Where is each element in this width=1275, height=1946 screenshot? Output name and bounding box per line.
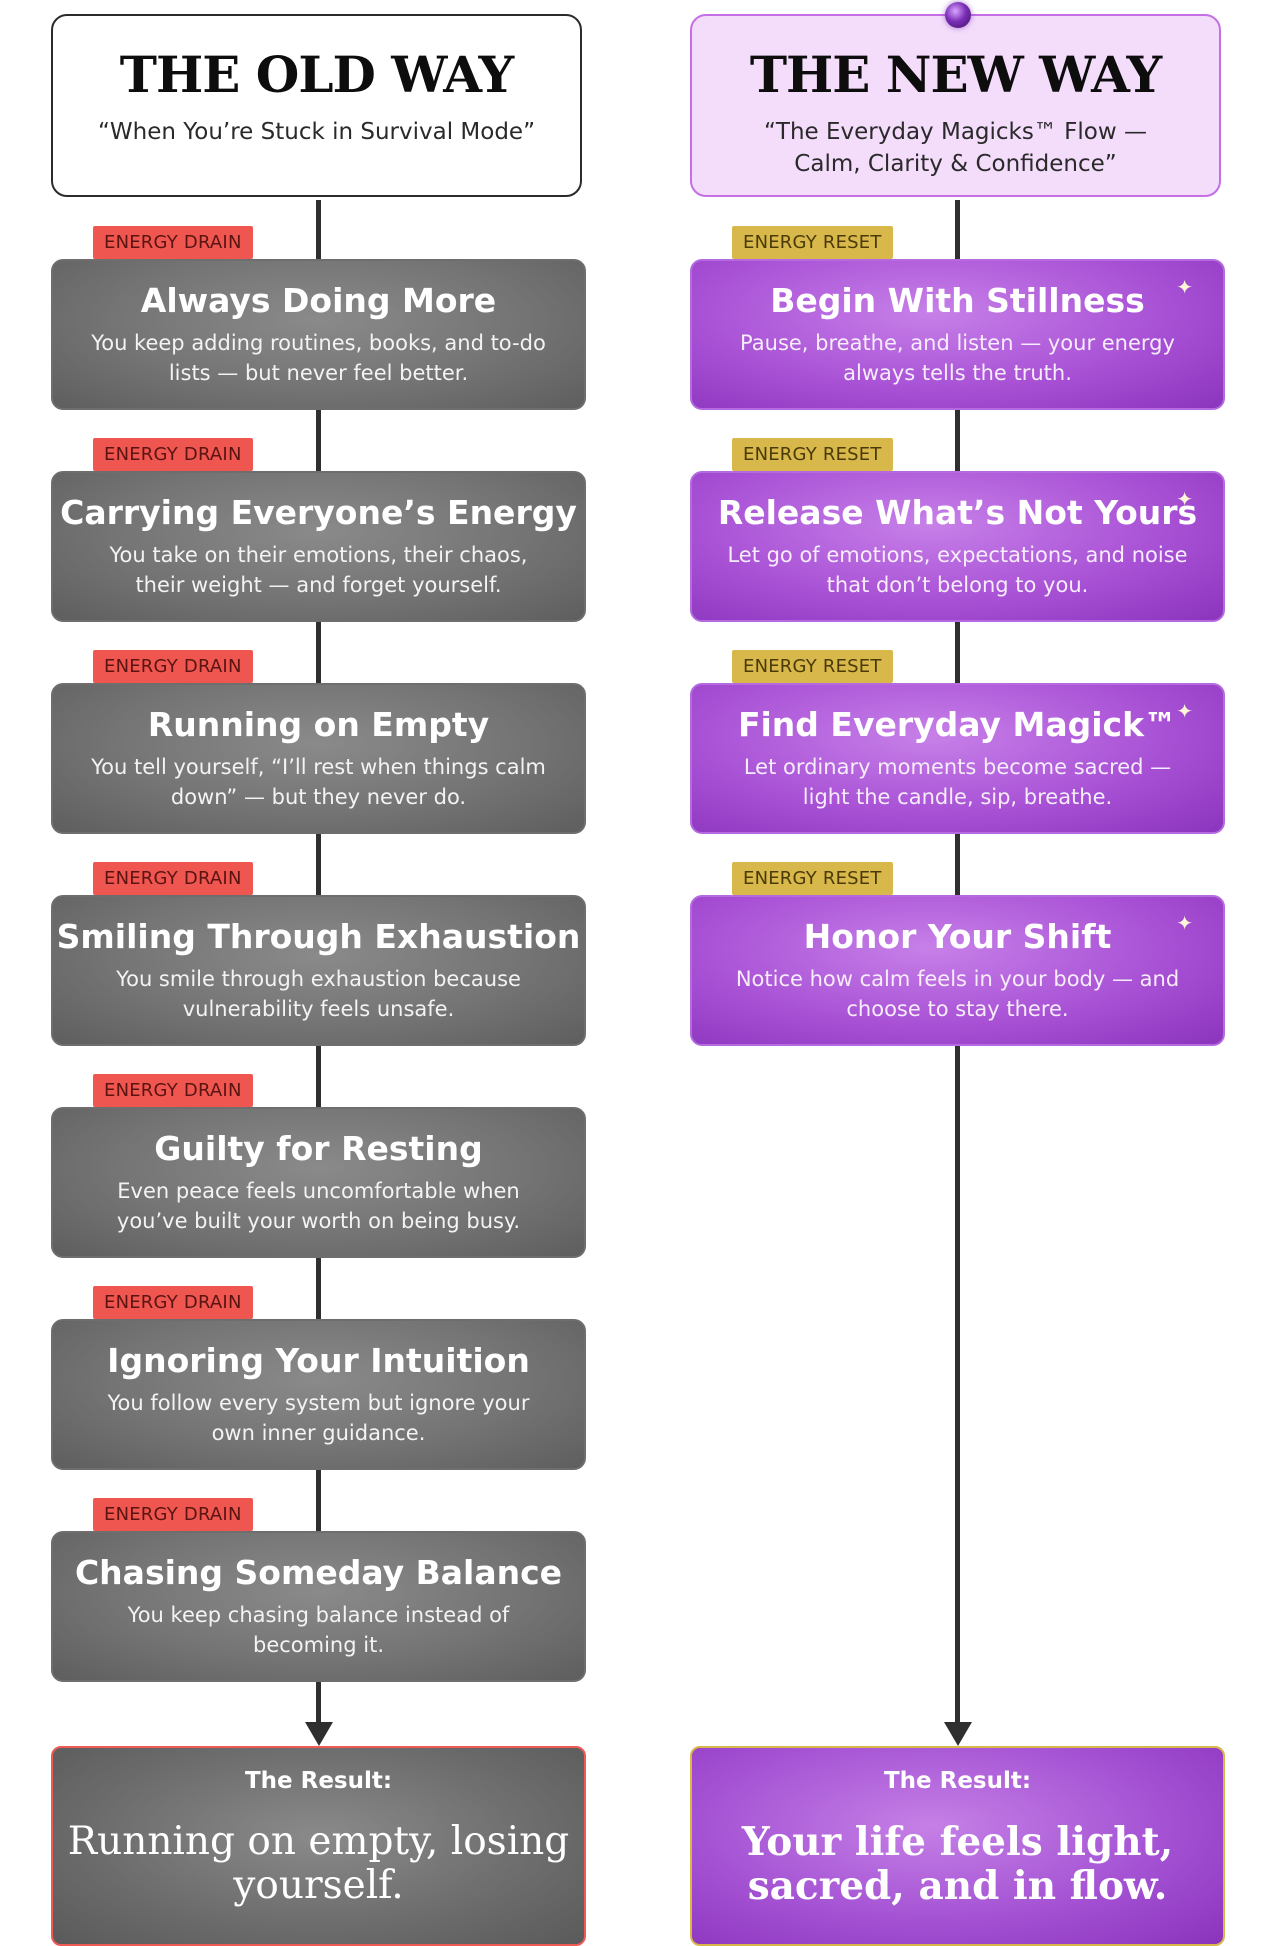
sparkle-icon: ✦ xyxy=(1176,699,1193,723)
card-description: You tell yourself, “I’ll rest when thing… xyxy=(91,755,546,809)
energy-drain-tag: ENERGY DRAIN xyxy=(93,1074,253,1107)
old-way-header: THE OLD WAY “When You’re Stuck in Surviv… xyxy=(51,14,582,197)
card-title: Carrying Everyone’s Energy xyxy=(60,493,577,532)
card-title: Always Doing More xyxy=(140,281,497,320)
energy-drain-tag: ENERGY DRAIN xyxy=(93,226,253,259)
energy-drain-tag: ENERGY DRAIN xyxy=(93,438,253,471)
new-way-result-card: The Result: Your life feels light, sacre… xyxy=(690,1746,1225,1946)
card-description: You follow every system but ignore your … xyxy=(107,1391,530,1445)
card-description: Pause, breathe, and listen — your energy… xyxy=(740,331,1175,385)
card-title: Begin With Stillness xyxy=(770,281,1145,320)
old-way-result-card: The Result: Running on empty, losing you… xyxy=(51,1746,586,1946)
card-description: Notice how calm feels in your body — and… xyxy=(735,967,1180,1021)
energy-drain-tag: ENERGY DRAIN xyxy=(93,650,253,683)
energy-drain-tag: ENERGY DRAIN xyxy=(93,862,253,895)
card-title: Chasing Someday Balance xyxy=(74,1553,563,1592)
new-way-card: ✦ Release What’s Not Yours Let go of emo… xyxy=(690,471,1225,622)
card-description: You take on their emotions, their chaos,… xyxy=(109,543,528,597)
sparkle-icon: ✦ xyxy=(1176,911,1193,935)
new-way-subtitle: “The Everyday Magicks™ Flow — Calm, Clar… xyxy=(764,119,1147,177)
new-way-card: ✦ Begin With Stillness Pause, breathe, a… xyxy=(690,259,1225,410)
old-way-arrowhead xyxy=(305,1722,333,1746)
new-way-arrowhead xyxy=(944,1722,972,1746)
card-title: Honor Your Shift xyxy=(803,917,1112,956)
card-title: Ignoring Your Intuition xyxy=(107,1341,530,1380)
old-way-card: Smiling Through Exhaustion You smile thr… xyxy=(51,895,586,1046)
card-description: You keep chasing balance instead of beco… xyxy=(127,1603,510,1657)
crystal-orb-icon xyxy=(945,2,971,28)
energy-reset-tag: ENERGY RESET xyxy=(732,438,893,471)
new-way-card: ✦ Honor Your Shift Notice how calm feels… xyxy=(690,895,1225,1046)
result-text: Running on empty, losing yourself. xyxy=(67,1819,570,1908)
card-title: Find Everyday Magick™ xyxy=(737,705,1178,744)
old-way-card: Chasing Someday Balance You keep chasing… xyxy=(51,1531,586,1682)
card-description: Even peace feels uncomfortable when you’… xyxy=(116,1179,521,1233)
new-way-card: ✦ Find Everyday Magick™ Let ordinary mom… xyxy=(690,683,1225,834)
energy-reset-tag: ENERGY RESET xyxy=(732,226,893,259)
card-title: Release What’s Not Yours xyxy=(717,493,1198,532)
result-text: Your life feels light, sacred, and in fl… xyxy=(741,1819,1174,1909)
card-description: Let go of emotions, expectations, and no… xyxy=(727,543,1188,597)
energy-drain-tag: ENERGY DRAIN xyxy=(93,1498,253,1531)
old-way-card: Running on Empty You tell yourself, “I’l… xyxy=(51,683,586,834)
new-way-column: THE NEW WAY “The Everyday Magicks™ Flow … xyxy=(690,0,1225,1946)
sparkle-icon: ✦ xyxy=(1176,487,1193,511)
new-way-title: THE NEW WAY xyxy=(749,45,1162,104)
card-title: Guilty for Resting xyxy=(154,1129,483,1168)
old-way-column: THE OLD WAY “When You’re Stuck in Surviv… xyxy=(51,0,586,1946)
old-way-card: Guilty for Resting Even peace feels unco… xyxy=(51,1107,586,1258)
card-description: You smile through exhaustion because vul… xyxy=(116,967,521,1021)
card-title: Running on Empty xyxy=(147,705,490,744)
old-way-card: Always Doing More You keep adding routin… xyxy=(51,259,586,410)
card-title: Smiling Through Exhaustion xyxy=(56,917,581,956)
old-way-title: THE OLD WAY xyxy=(119,45,514,104)
energy-drain-tag: ENERGY DRAIN xyxy=(93,1286,253,1319)
card-description: You keep adding routines, books, and to-… xyxy=(91,331,546,385)
new-way-header: THE NEW WAY “The Everyday Magicks™ Flow … xyxy=(690,2,1221,197)
result-label: The Result: xyxy=(244,1768,393,1794)
sparkle-icon: ✦ xyxy=(1176,275,1193,299)
old-way-card: Ignoring Your Intuition You follow every… xyxy=(51,1319,586,1470)
old-way-card: Carrying Everyone’s Energy You take on t… xyxy=(51,471,586,622)
energy-reset-tag: ENERGY RESET xyxy=(732,862,893,895)
old-way-subtitle: “When You’re Stuck in Survival Mode” xyxy=(97,119,535,145)
card-description: Let ordinary moments become sacred — lig… xyxy=(743,755,1172,809)
result-label: The Result: xyxy=(883,1768,1032,1794)
energy-reset-tag: ENERGY RESET xyxy=(732,650,893,683)
